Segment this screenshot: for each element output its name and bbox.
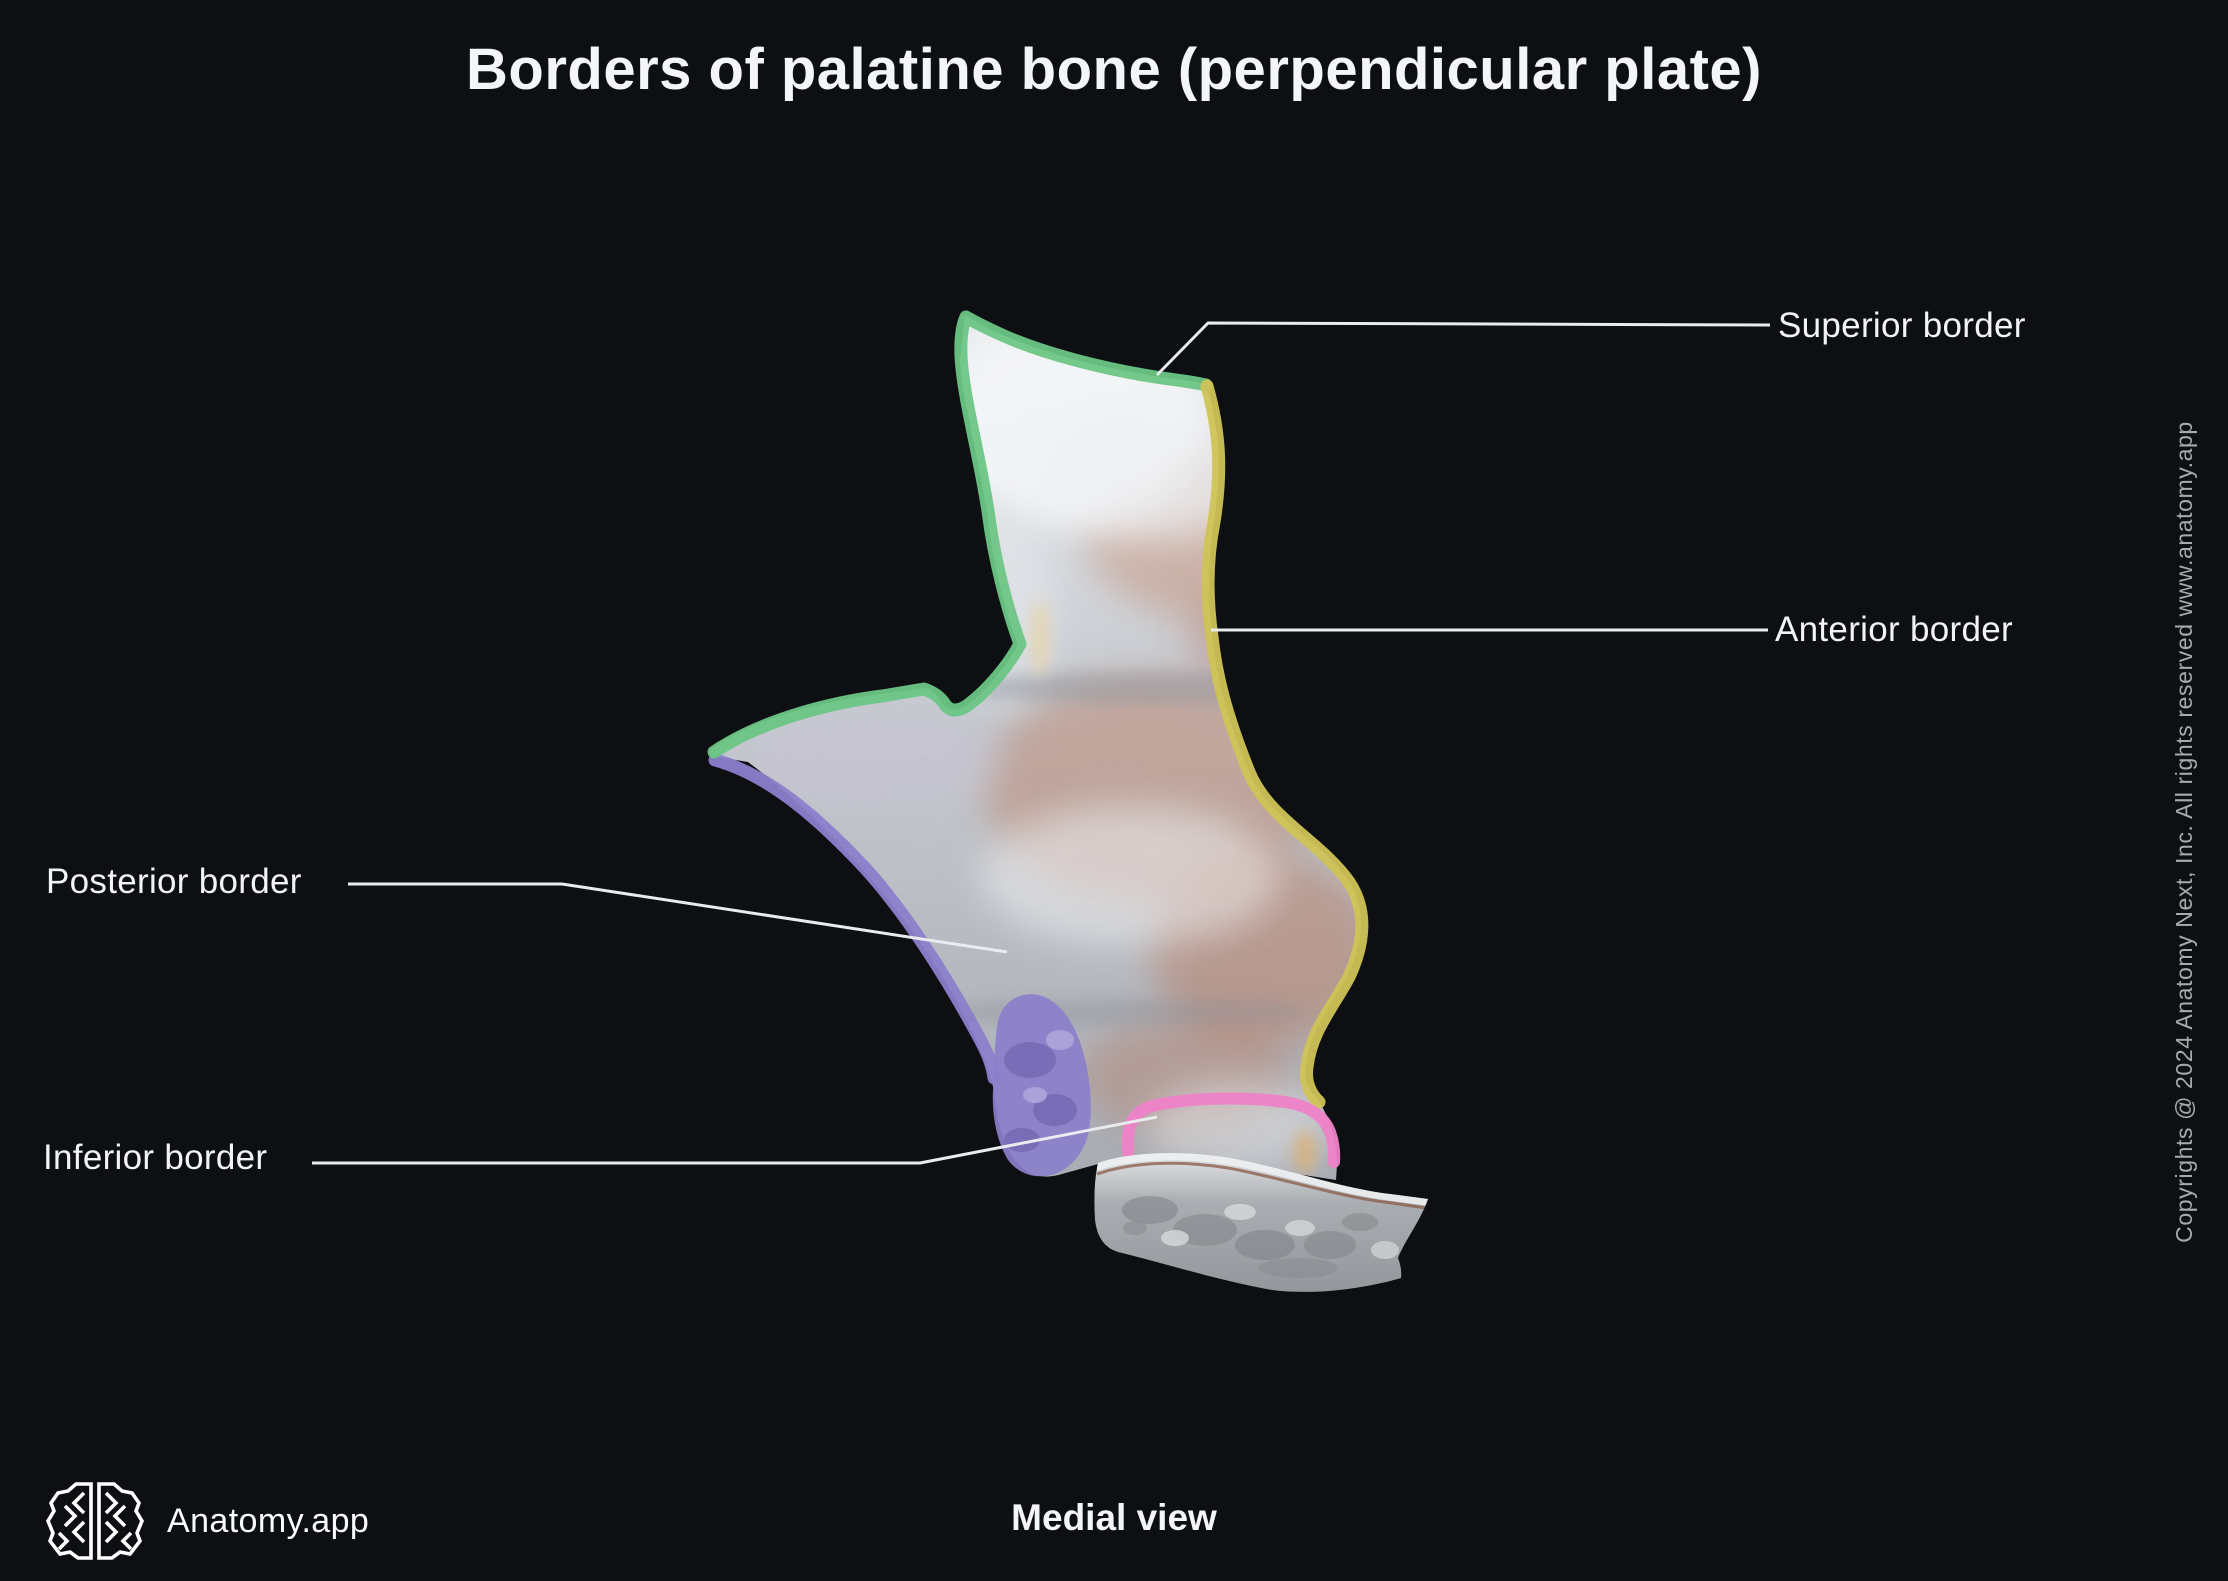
brain-left-hemisphere — [45, 1482, 93, 1560]
brand-name: Anatomy.app — [167, 1501, 370, 1540]
inferior-border-leader-line — [312, 1115, 1158, 1165]
label-inferior-border: Inferior border — [43, 1138, 268, 1177]
leader-lines — [312, 321, 1771, 1165]
label-anterior-border: Anterior border — [1775, 610, 2013, 649]
fragment-texture — [1094, 1153, 1428, 1278]
label-posterior-border: Posterior border — [46, 862, 302, 901]
superior-border-highlight — [707, 310, 1213, 759]
inferior-border-highlight — [1121, 1092, 1341, 1168]
brand-lockup: Anatomy.app — [45, 1476, 369, 1566]
horizontal-plate-fragment — [1094, 1153, 1428, 1292]
superior-border-leader-line — [1155, 321, 1771, 377]
pyramidal-process-region — [992, 994, 1091, 1177]
copyright-text: Copyrights @ 2024 Anatomy Next, Inc. All… — [2171, 421, 2197, 1243]
perpendicular-plate — [707, 310, 1369, 1180]
view-caption: Medial view — [1011, 1497, 1217, 1538]
brain-logo-icon — [45, 1482, 145, 1560]
label-superior-border: Superior border — [1778, 306, 2026, 345]
brain-right-hemisphere — [97, 1482, 145, 1560]
anterior-border-highlight — [1200, 379, 1369, 1109]
page-title: Borders of palatine bone (perpendicular … — [466, 37, 1762, 102]
pyramidal-texture — [1004, 1030, 1077, 1152]
posterior-border-leader-line — [348, 882, 1008, 954]
posterior-border-strip — [708, 753, 1001, 1085]
